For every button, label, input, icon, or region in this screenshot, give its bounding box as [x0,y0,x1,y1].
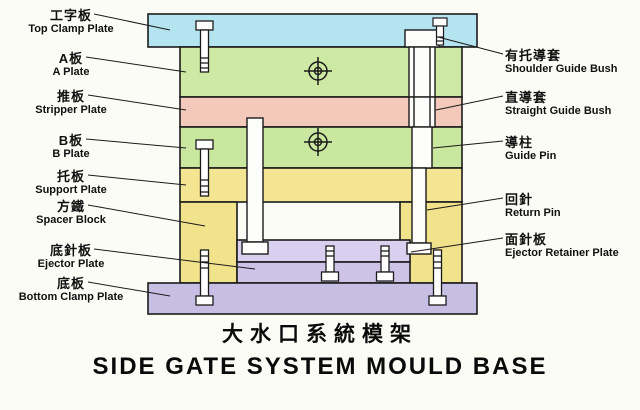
guide-column-group [404,29,440,255]
support-pillar [246,117,264,243]
leader-bottom-clamp-plate [87,281,171,297]
label-return-pin-cn: 回針 [505,192,534,207]
label-top-clamp-plate: 工字板 Top Clamp Plate [0,8,142,36]
label-shoulder-guide-bush: 有托導套 Shoulder Guide Bush [505,48,640,76]
screw-mid-left [195,139,214,197]
label-b-plate-en: B Plate [52,148,90,160]
label-stripper-plate-cn: 推板 [56,89,85,104]
title-chinese: 大水口系統模架 [222,323,418,346]
leader-return-pin [426,197,504,211]
leader-spacer-block [87,204,206,227]
title-english: SIDE GATE SYSTEM MOULD BASE [92,353,548,380]
guide-pin [411,126,433,169]
label-guide-pin-cn: 導柱 [505,135,534,150]
screw-ejector-2 [375,245,395,282]
leader-b-plate [85,138,187,149]
label-return-pin-en: Return Pin [505,207,561,219]
label-a-plate-en: A Plate [52,66,90,78]
leader-guide-pin [432,140,504,149]
label-ejector-plate-cn: 底針板 [49,243,92,258]
label-stripper-plate: 推板 Stripper Plate [0,89,142,117]
guide-bush-body [408,46,436,98]
leader-ejector-retainer-plate [410,237,504,253]
leader-lines-group [85,13,504,297]
screw-ejector-1 [320,245,340,282]
label-spacer-block: 方鐵 Spacer Block [0,199,142,227]
label-bottom-clamp-plate-en: Bottom Clamp Plate [18,291,124,303]
label-support-plate: 托板 Support Plate [0,169,142,197]
label-shoulder-guide-bush-cn: 有托導套 [505,48,562,63]
label-a-plate-cn: A板 [58,51,84,66]
label-top-clamp-plate-cn: 工字板 [49,8,92,23]
leader-ejector-plate [93,248,256,270]
label-guide-pin-en: Guide Pin [505,150,557,162]
label-guide-pin: 導柱 Guide Pin [505,135,640,163]
label-support-plate-en: Support Plate [35,184,107,196]
label-stripper-plate-en: Stripper Plate [35,104,107,116]
label-straight-guide-bush: 直導套 Straight Guide Bush [505,90,640,118]
leader-a-plate [85,56,187,73]
return-pin-head [406,242,432,255]
leader-top-clamp-plate [93,13,171,31]
screw-top-right [432,17,448,46]
support-pillar-head [241,241,269,255]
center-mark-b-plate [304,128,332,156]
leader-stripper-plate [87,94,187,111]
label-return-pin: 回針 Return Pin [505,192,640,220]
label-ejector-plate: 底針板 Ejector Plate [0,243,142,271]
label-spacer-block-en: Spacer Block [36,214,106,226]
label-shoulder-guide-bush-en: Shoulder Guide Bush [505,63,618,75]
leader-straight-guide-bush [435,95,504,111]
diagram-title: 大水口系統模架 SIDE GATE SYSTEM MOULD BASE [0,318,640,381]
label-straight-guide-bush-en: Straight Guide Bush [505,105,612,117]
screw-top-left [195,20,214,73]
label-bottom-clamp-plate-cn: 底板 [56,276,85,291]
label-ejector-plate-en: Ejector Plate [37,258,105,270]
label-bottom-clamp-plate: 底板 Bottom Clamp Plate [0,276,142,304]
label-straight-guide-bush-cn: 直導套 [505,90,548,105]
label-spacer-block-cn: 方鐵 [56,199,85,214]
straight-guide-bush [408,96,436,128]
label-ejector-retainer-plate: 面針板 Ejector Retainer Plate [505,232,640,260]
shoulder-guide-bush [404,29,440,48]
label-ejector-retainer-plate-cn: 面針板 [505,232,548,247]
label-top-clamp-plate-en: Top Clamp Plate [28,23,114,35]
center-mark-a-plate [304,57,332,85]
label-b-plate-cn: B板 [58,133,84,148]
screw-bottom-left [195,249,214,306]
leader-shoulder-guide-bush [437,36,504,55]
label-b-plate: B板 B Plate [0,133,142,161]
center-pillar-group [241,117,269,255]
label-ejector-retainer-plate-en: Ejector Retainer Plate [505,247,619,259]
label-support-plate-cn: 托板 [56,169,85,184]
label-a-plate: A板 A Plate [0,51,142,79]
leader-support-plate [87,174,187,186]
screw-bottom-right [428,249,447,306]
return-pin [411,167,427,244]
